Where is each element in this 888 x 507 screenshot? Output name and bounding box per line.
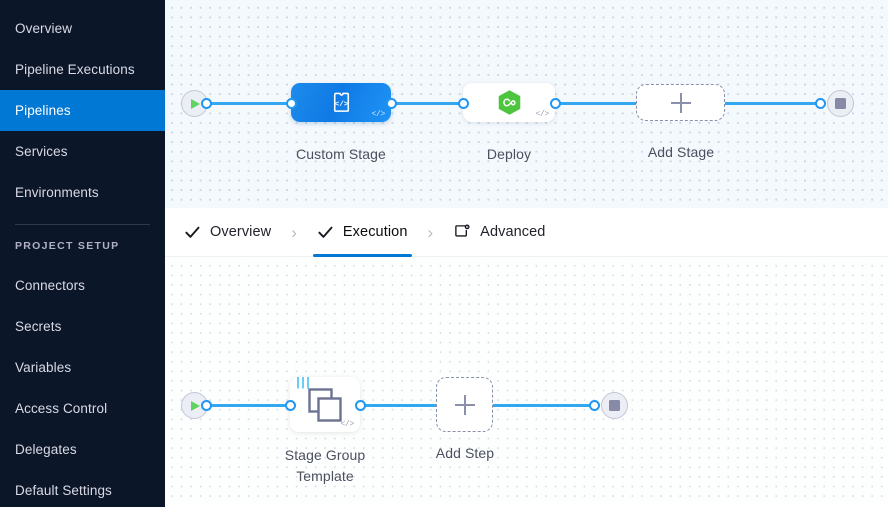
check-icon [317, 224, 334, 241]
tab-label: Advanced [480, 224, 546, 240]
stop-square-icon [609, 400, 620, 411]
stage-graph: </> </> Custom Stage </> [165, 0, 888, 208]
sidebar-item-connectors[interactable]: Connectors [0, 265, 165, 306]
custom-stage-code-marker: </> [371, 110, 385, 119]
step-end-node[interactable] [601, 392, 628, 419]
sidebar-item-label: Services [15, 144, 68, 159]
stacked-squares-template-icon [308, 387, 342, 422]
content-pane: </> </> Custom Stage </> [165, 0, 888, 507]
plus-icon [454, 394, 475, 415]
edge-deploy-to-add [555, 102, 641, 105]
tab-chevron-right-icon: › [427, 222, 434, 242]
edge-add-to-end [725, 102, 819, 105]
sidebar-item-pipelines[interactable]: Pipelines [0, 90, 165, 131]
edge-custom-to-deploy [391, 102, 468, 105]
port-deploy-out[interactable] [550, 98, 561, 109]
deploy-hexagon-infinity-icon [498, 90, 520, 115]
step-canvas[interactable]: ||| </> Stage Group Template Add Step [165, 257, 888, 503]
edge-addstep-to-end [493, 404, 593, 407]
sidebar-item-label: Variables [15, 360, 72, 375]
add-step-button[interactable] [436, 377, 493, 432]
node-label-add-stage: Add Stage [647, 144, 715, 160]
tab-advanced[interactable]: Advanced [445, 208, 553, 257]
sidebar-item-label: Delegates [15, 442, 77, 457]
stage-canvas[interactable]: </> </> Custom Stage </> [165, 0, 888, 208]
sidebar-item-variables[interactable]: Variables [0, 347, 165, 388]
node-custom-stage[interactable]: </> </> [291, 83, 391, 122]
start-play-icon [191, 98, 200, 109]
sidebar-item-label: Connectors [15, 278, 86, 293]
tab-label: Execution [342, 224, 408, 240]
check-icon [184, 224, 201, 241]
port-template-in[interactable] [285, 400, 296, 411]
sidebar-item-label: Overview [15, 21, 73, 36]
sidebar-section-title: PROJECT SETUP [15, 240, 120, 252]
node-stage-group-template[interactable]: ||| </> [290, 377, 360, 432]
sidebar-item-secrets[interactable]: Secrets [0, 306, 165, 347]
port-template-out[interactable] [355, 400, 366, 411]
advanced-card-gear-icon [453, 223, 471, 241]
port-step-start-out[interactable] [201, 400, 212, 411]
step-graph: ||| </> Stage Group Template Add Step [165, 257, 888, 503]
stop-square-icon [835, 98, 846, 109]
port-deploy-in[interactable] [458, 98, 469, 109]
tab-chevron-right-icon: › [291, 222, 297, 242]
node-label-line2: Template [296, 468, 354, 484]
start-play-icon [191, 400, 200, 411]
sidebar-item-environments[interactable]: Environments [0, 172, 165, 213]
sidebar-item-pipeline-executions[interactable]: Pipeline Executions [0, 49, 165, 90]
template-badge-icon: ||| [295, 378, 311, 391]
sidebar-item-label: Secrets [15, 319, 62, 334]
add-stage-button[interactable] [636, 84, 725, 121]
sidebar-item-delegates[interactable]: Delegates [0, 429, 165, 470]
port-end-in[interactable] [815, 98, 826, 109]
template-code-marker: </> [340, 420, 354, 429]
edge-template-to-addstep [355, 404, 463, 407]
sidebar-item-label: Environments [15, 185, 99, 200]
sidebar-item-services[interactable]: Services [0, 131, 165, 172]
deploy-code-marker: </> [535, 110, 549, 119]
stage-start-node[interactable] [181, 90, 208, 117]
edge-start-to-template [205, 404, 295, 407]
sidebar-item-label: Pipelines [15, 103, 71, 118]
sidebar-divider [15, 224, 150, 225]
active-tab-underline [312, 253, 412, 257]
tab-overview[interactable]: Overview [176, 208, 279, 257]
svg-text:</>: </> [334, 101, 348, 109]
edge-start-to-custom [205, 102, 305, 105]
sidebar: Overview Pipeline Executions Pipelines S… [0, 0, 165, 507]
sidebar-item-overview[interactable]: Overview [0, 8, 165, 49]
node-label-deploy: Deploy [486, 146, 532, 162]
node-deploy[interactable]: </> [463, 83, 555, 122]
tab-execution[interactable]: Execution [309, 208, 416, 257]
port-start-out[interactable] [201, 98, 212, 109]
sidebar-item-access-control[interactable]: Access Control [0, 388, 165, 429]
stage-end-node[interactable] [827, 90, 854, 117]
node-label-add-step: Add Step [435, 445, 495, 461]
port-step-end-in[interactable] [589, 400, 600, 411]
node-label-line1: Stage Group [284, 447, 366, 463]
sidebar-item-label: Pipeline Executions [15, 62, 135, 77]
sidebar-item-label: Default Settings [15, 483, 112, 498]
plus-icon [670, 92, 691, 113]
custom-stage-code-icon: </> [333, 92, 349, 112]
node-label-custom-stage: Custom Stage [296, 146, 386, 162]
step-config-tabs: Overview › Execution › [165, 208, 888, 257]
port-custom-out[interactable] [386, 98, 397, 109]
tab-label: Overview [210, 224, 272, 240]
node-label-stage-group-template: Stage Group Template [245, 445, 405, 487]
port-custom-in[interactable] [286, 98, 297, 109]
sidebar-item-label: Access Control [15, 401, 108, 416]
sidebar-item-default-settings[interactable]: Default Settings [0, 470, 165, 507]
